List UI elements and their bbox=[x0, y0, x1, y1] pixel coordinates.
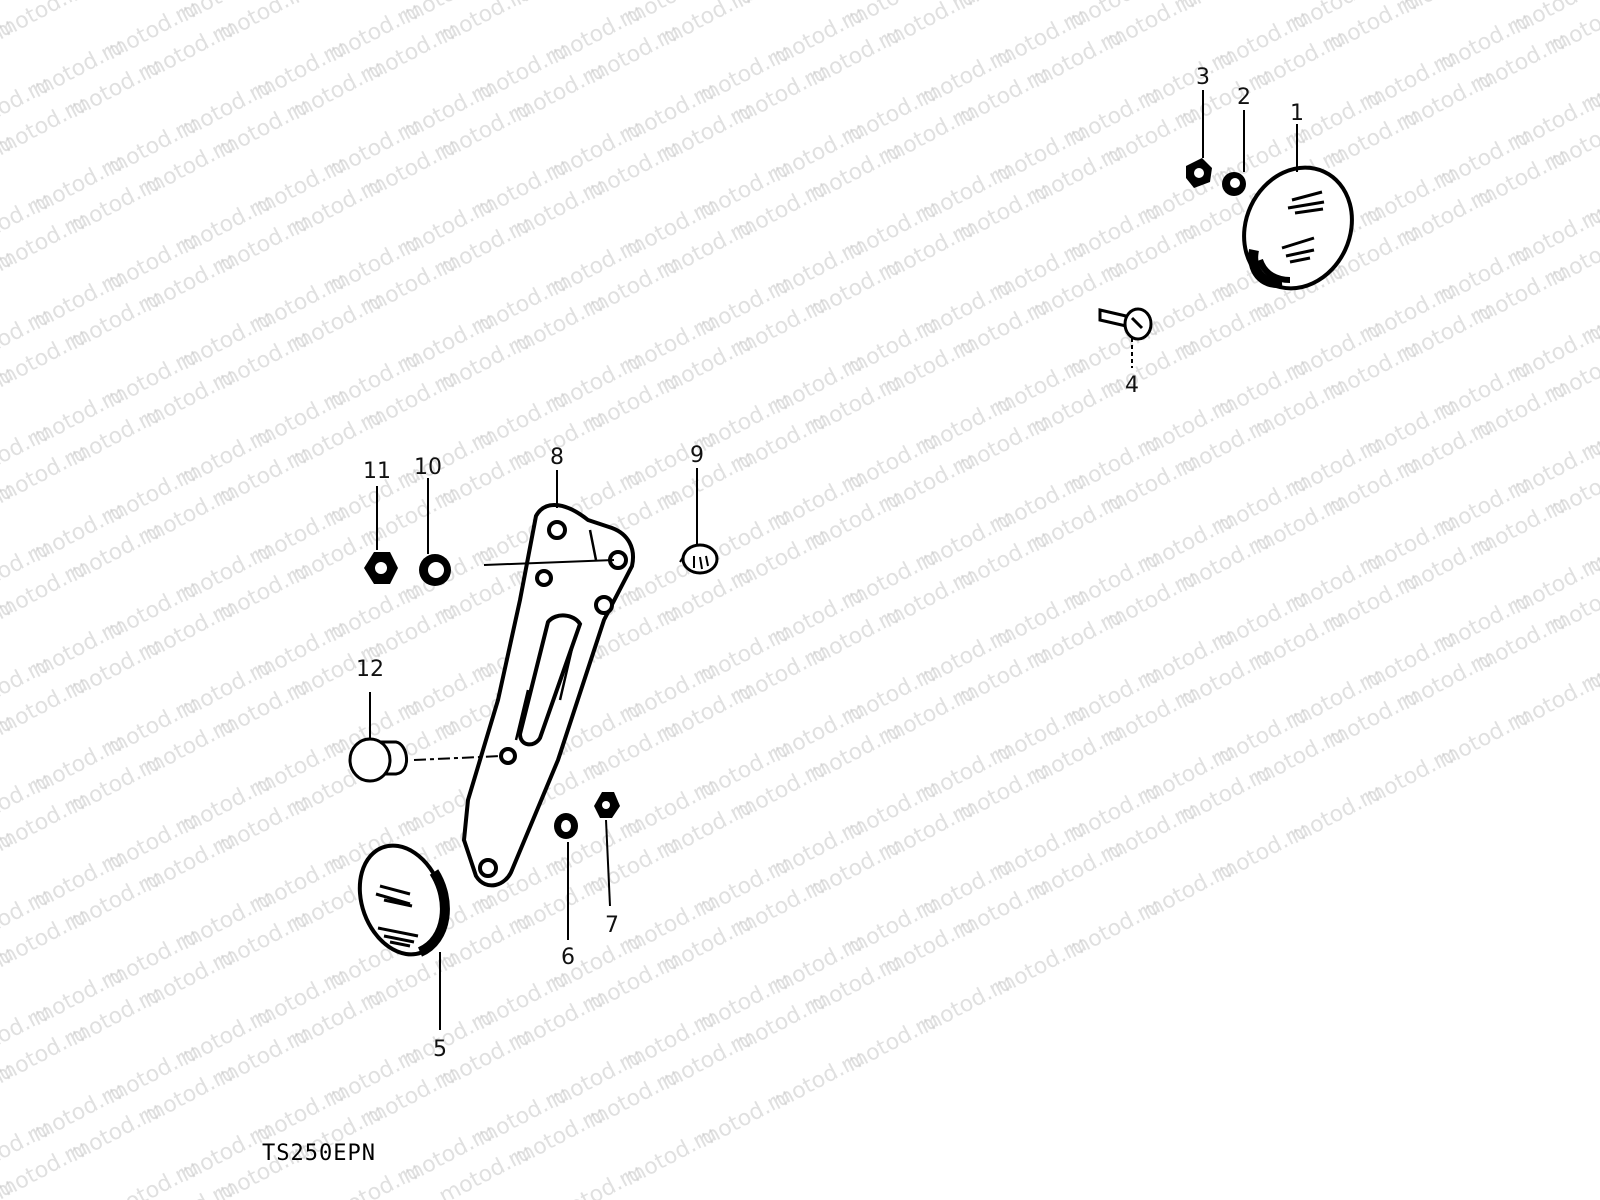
watermark-text: motod.ru bbox=[1175, 0, 1276, 17]
reflector-emblem bbox=[375, 884, 419, 948]
callout-8: 8 bbox=[550, 445, 564, 470]
watermark-text: motod.ru bbox=[0, 0, 92, 45]
callout-labels: 1 2 3 4 5 6 7 8 9 10 11 12 bbox=[356, 65, 1304, 1062]
callout-7: 7 bbox=[605, 913, 619, 938]
part-7-nut bbox=[594, 792, 620, 818]
callout-5: 5 bbox=[433, 1037, 447, 1062]
callout-2: 2 bbox=[1237, 85, 1251, 110]
callout-3: 3 bbox=[1196, 65, 1210, 90]
watermark-text: motod.ru bbox=[1397, 0, 1498, 19]
callout-11: 11 bbox=[363, 459, 391, 484]
part-12-cap bbox=[348, 737, 408, 783]
model-code: TS250EPN bbox=[262, 1141, 376, 1166]
part-10-washer bbox=[419, 554, 451, 586]
watermark-text: motod.ru bbox=[287, 0, 388, 9]
part-2-washer bbox=[1222, 172, 1246, 196]
part-1-reflector bbox=[1242, 165, 1354, 291]
callout-9: 9 bbox=[690, 443, 704, 468]
watermark-text: motod.ru bbox=[731, 0, 832, 13]
part-6-washer bbox=[554, 813, 578, 839]
leader-lines-lower bbox=[369, 468, 698, 1030]
part-3-nut bbox=[1186, 158, 1212, 188]
reflector-emblem bbox=[1281, 190, 1325, 264]
callout-10: 10 bbox=[414, 455, 442, 480]
watermark-text: motod.ru bbox=[65, 0, 166, 7]
callout-12: 12 bbox=[356, 657, 384, 682]
part-5-reflector bbox=[357, 843, 450, 957]
callout-6: 6 bbox=[561, 945, 575, 970]
part-11-nut bbox=[364, 552, 398, 584]
leader-lines-upper bbox=[1131, 90, 1298, 368]
watermark-text: motod.ru bbox=[953, 0, 1054, 15]
part-4-screw bbox=[1098, 307, 1153, 341]
watermark-text: motod.ru bbox=[509, 0, 610, 11]
part-9-bolt bbox=[679, 543, 719, 575]
callout-1: 1 bbox=[1290, 101, 1304, 126]
part-8-bracket bbox=[461, 503, 635, 888]
callout-4: 4 bbox=[1125, 373, 1139, 398]
